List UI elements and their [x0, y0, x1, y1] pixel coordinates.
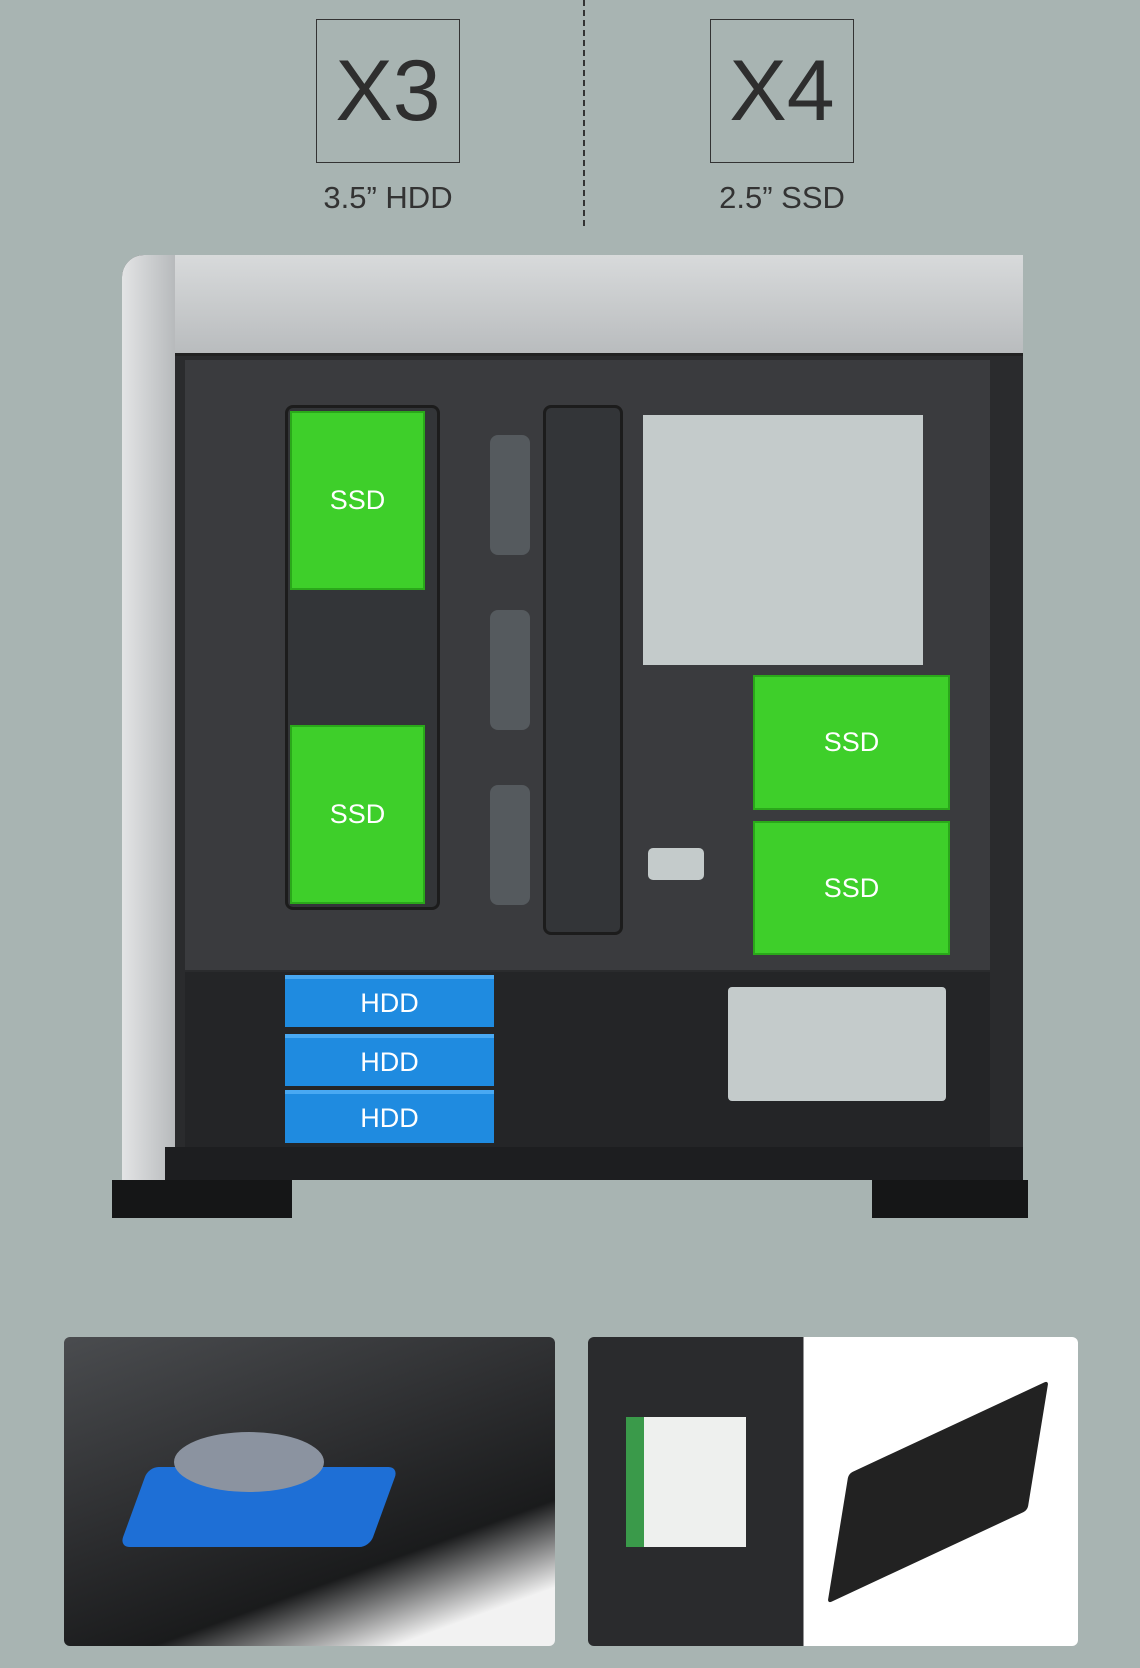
- cutout: [490, 610, 530, 730]
- hdd-disk: [174, 1432, 324, 1492]
- divider: [583, 0, 585, 226]
- ssd-slot-1: SSD: [290, 411, 425, 590]
- hdd-slot-3: HDD: [285, 1090, 494, 1143]
- grommet: [648, 848, 704, 880]
- hdd-slot-2: HDD: [285, 1034, 494, 1086]
- ssd-bracket: [827, 1380, 1049, 1604]
- case-bottom: [165, 1147, 1023, 1180]
- ssd-drive: [626, 1417, 746, 1547]
- hdd-slot-1: HDD: [285, 975, 494, 1027]
- front-panel: [122, 255, 175, 1180]
- cable-channel: [543, 405, 623, 935]
- cpu-cutout: [643, 415, 923, 665]
- ssd-slot-3: SSD: [753, 675, 950, 810]
- ssd-bracket-photo: [588, 1337, 1078, 1646]
- ssd-size-label: 2.5” SSD: [719, 180, 845, 215]
- cutout: [490, 785, 530, 905]
- hdd-install-photo: [64, 1337, 555, 1646]
- ssd-slot-4: SSD: [753, 821, 950, 955]
- hdd-size-label: 3.5” HDD: [323, 180, 453, 215]
- cutout: [490, 435, 530, 555]
- case-foot-left: [112, 1180, 292, 1218]
- ssd-slot-2: SSD: [290, 725, 425, 904]
- ssd-count-box: X4: [710, 19, 854, 163]
- top-panel: [175, 255, 1023, 356]
- psu-window: [728, 987, 946, 1101]
- case-foot-right: [872, 1180, 1028, 1218]
- hdd-count-box: X3: [316, 19, 460, 163]
